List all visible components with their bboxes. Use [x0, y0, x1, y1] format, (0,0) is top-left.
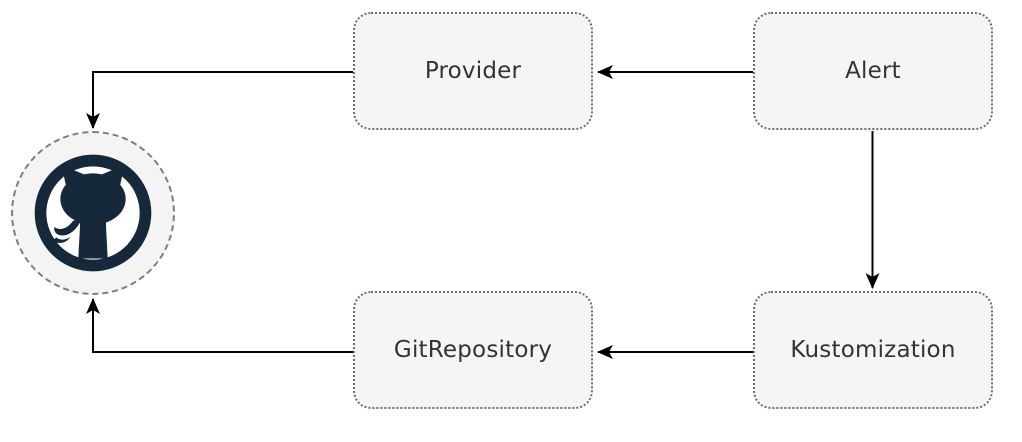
node-gitrepository: GitRepository: [353, 291, 593, 409]
edge-provider-to-github: [86, 71, 353, 129]
node-kustomization-label: Kustomization: [790, 337, 956, 363]
node-gitrepository-label: GitRepository: [393, 337, 553, 363]
node-github: [11, 131, 175, 295]
github-octocat-icon: [34, 154, 152, 272]
node-provider-label: Provider: [424, 58, 522, 84]
edge-gitrepository-to-github: [86, 298, 353, 353]
node-alert: Alert: [753, 12, 993, 130]
node-kustomization: Kustomization: [753, 291, 993, 409]
node-provider: Provider: [353, 12, 593, 130]
node-alert-label: Alert: [845, 58, 901, 84]
